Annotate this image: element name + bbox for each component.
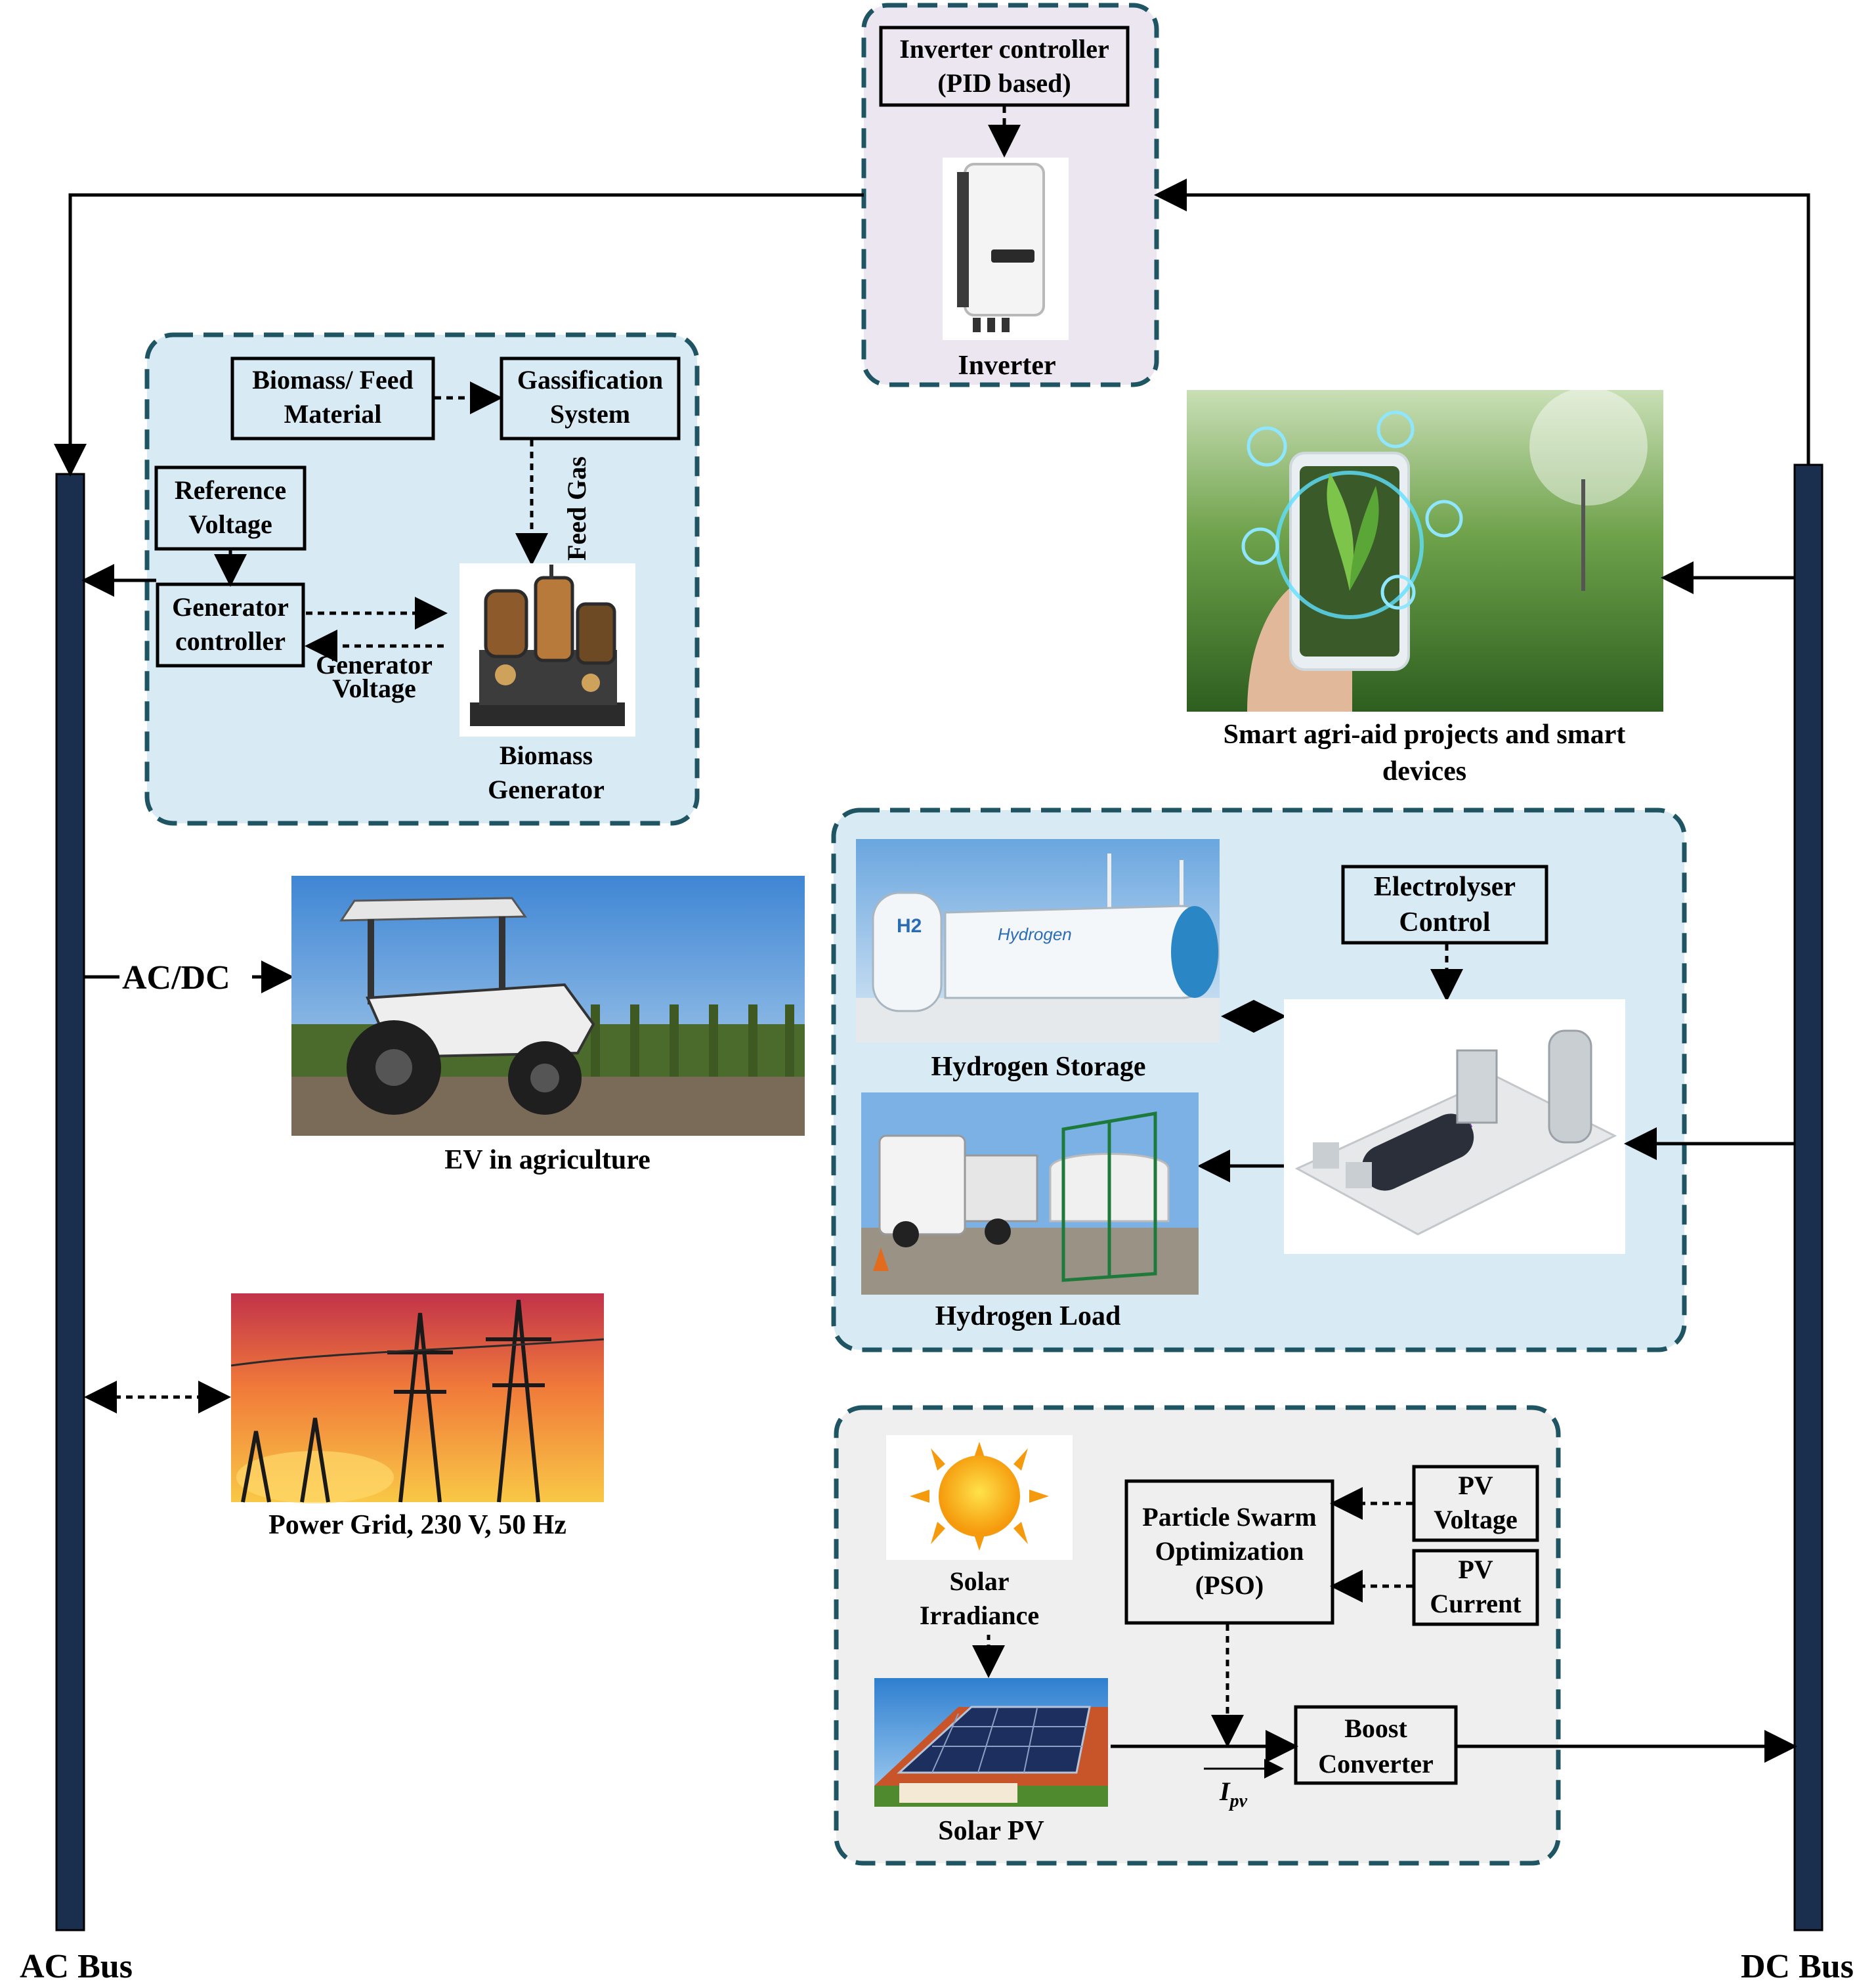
hydrogen-load-label: Hydrogen Load	[935, 1301, 1121, 1331]
reference-voltage-line2: Voltage	[188, 509, 272, 539]
dc-bus	[1793, 464, 1823, 1931]
ac-bus	[55, 473, 85, 1931]
pso-line1: Particle Swarm	[1142, 1502, 1316, 1532]
power-grid-image	[230, 1293, 605, 1503]
electrolyser-control-line2: Control	[1399, 907, 1490, 938]
dc-bus-to-inverter-line	[1154, 179, 1810, 465]
biomass-generator-image	[459, 563, 635, 737]
gasification-line2: System	[550, 399, 630, 429]
pv-voltage-line1: PV	[1458, 1471, 1493, 1500]
solar-pv-image	[874, 1678, 1108, 1807]
hydrogen-storage-label: Hydrogen Storage	[931, 1052, 1145, 1082]
ipv-subscript: pv	[1229, 1791, 1248, 1811]
inverter-controller-box	[879, 26, 1130, 107]
hydrogen-load-image	[861, 1092, 1199, 1295]
biomass-feed-line1: Biomass/ Feed	[252, 365, 414, 395]
electrolyser-control-box	[1341, 865, 1548, 945]
electrolyser-control-line1: Electrolyser	[1374, 872, 1516, 902]
ev-label: EV in agriculture	[444, 1145, 650, 1175]
dc-bus-label: DC Bus	[1741, 1948, 1854, 1984]
pv-voltage-line2: Voltage	[1434, 1505, 1517, 1534]
generator-voltage-line2: Voltage	[332, 674, 416, 703]
inverter-image	[943, 158, 1069, 340]
power-grid-label: Power Grid, 230 V, 50 Hz	[268, 1510, 566, 1540]
ac-bus-label: AC Bus	[20, 1948, 133, 1984]
inverter-label: Inverter	[958, 351, 1055, 381]
acdc-converter-label: AC/DC	[122, 959, 230, 997]
boost-converter-line1: Boost	[1344, 1714, 1407, 1743]
pv-current-line1: PV	[1458, 1555, 1493, 1584]
sun-image	[886, 1435, 1073, 1560]
biomass-generator-line2: Generator	[488, 775, 605, 804]
boost-converter-line2: Converter	[1318, 1749, 1433, 1779]
generator-controller-line2: controller	[175, 626, 286, 656]
hydrogen-tank-text: Hydrogen	[998, 924, 1072, 944]
pso-line3: (PSO)	[1195, 1570, 1264, 1600]
inverter-to-ac-bus-line	[54, 193, 864, 477]
gasification-line1: Gassification	[517, 365, 663, 395]
generator-controller-box	[156, 582, 305, 668]
inverter-controller-line1: Inverter controller	[899, 34, 1109, 64]
solar-irradiance-line2: Irradiance	[920, 1601, 1039, 1630]
feed-gas-label: Feed Gas	[562, 456, 591, 561]
pso-box	[1124, 1479, 1334, 1625]
biomass-feed-box	[230, 356, 435, 441]
hydrogen-storage-image: H2 Hydrogen	[856, 839, 1220, 1043]
inverter-controller-line2: (PID based)	[937, 68, 1071, 98]
pv-current-line2: Current	[1430, 1589, 1522, 1618]
biomass-feed-line2: Material	[284, 399, 382, 429]
smart-agri-line1: Smart agri-aid projects and smart	[1224, 720, 1626, 750]
h2-tank-label: H2	[897, 915, 922, 937]
smart-agri-image	[1187, 387, 1663, 712]
solar-pv-label: Solar PV	[938, 1816, 1044, 1846]
ipv-main: I	[1219, 1777, 1231, 1806]
pv-voltage-box	[1412, 1465, 1539, 1542]
reference-voltage-line1: Reference	[175, 475, 286, 505]
reference-voltage-box	[154, 465, 307, 551]
electrolyser-image	[1284, 999, 1625, 1254]
smart-agri-line2: devices	[1382, 756, 1466, 787]
solar-irradiance-line1: Solar	[949, 1566, 1009, 1596]
pv-current-box	[1412, 1549, 1539, 1626]
ipv-label: Ipv	[1219, 1777, 1248, 1811]
generator-controller-line1: Generator	[172, 592, 289, 622]
generator-voltage-line1: Generator	[316, 650, 433, 679]
biomass-generator-line1: Biomass	[500, 741, 593, 770]
ev-tractor-image	[291, 876, 805, 1136]
pso-line2: Optimization	[1155, 1536, 1304, 1566]
